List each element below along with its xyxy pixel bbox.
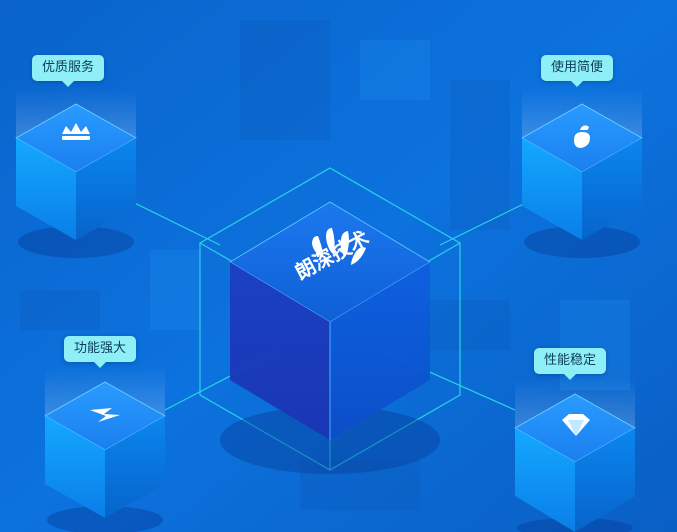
- center-cube-right: [330, 262, 430, 440]
- feature-cube-quality-service: [15, 88, 137, 258]
- center-cube: [220, 201, 440, 474]
- feature-cube-stable: [514, 378, 636, 532]
- brand-logo: [312, 228, 366, 265]
- tag-powerful: 功能强大: [64, 336, 137, 368]
- feature-cube-powerful: [44, 366, 166, 532]
- crown-icon: [62, 123, 90, 140]
- hand-pointer-icon: [574, 125, 590, 148]
- tag-quality-service: 优质服务: [32, 55, 105, 87]
- center-cube-left: [230, 262, 330, 440]
- background-pattern: [20, 20, 630, 510]
- feature-cube-easy-use: [521, 88, 643, 258]
- tag-easy-use: 使用简便: [541, 55, 614, 87]
- lightning-icon: [90, 408, 120, 422]
- tag-stable: 性能稳定: [534, 348, 607, 380]
- diamond-icon: [562, 414, 590, 436]
